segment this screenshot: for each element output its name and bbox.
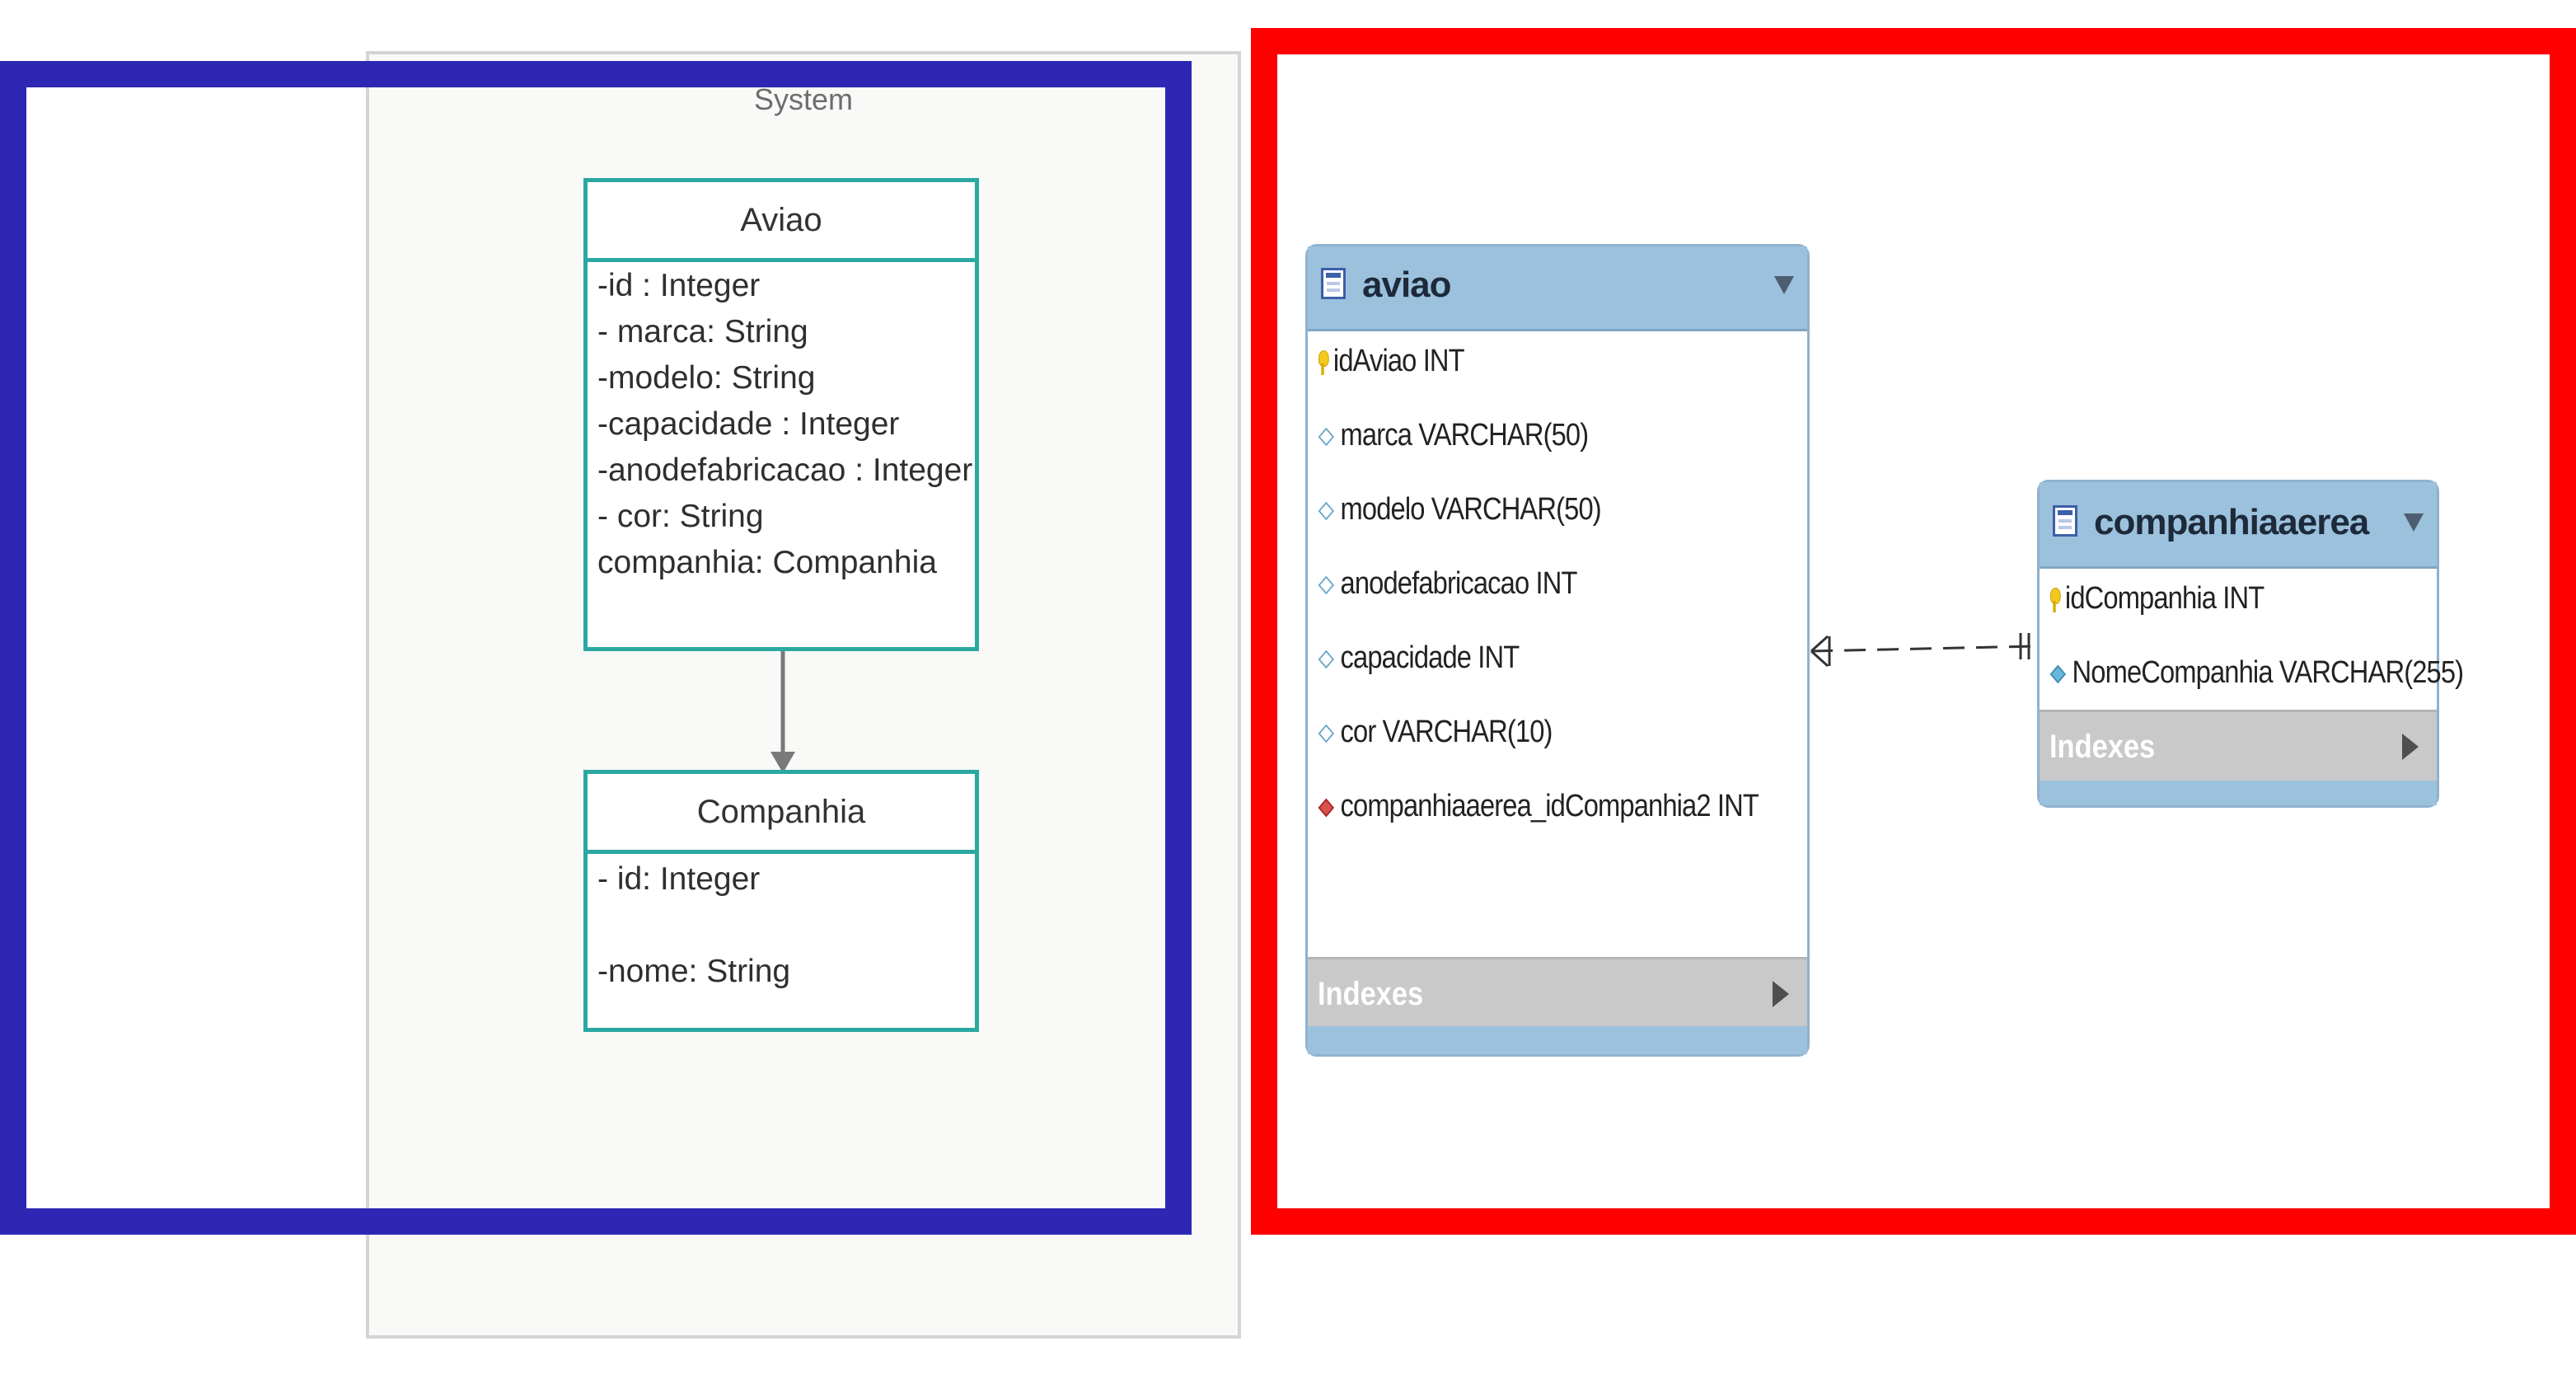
uml-attribute: - id: Integer — [597, 861, 761, 897]
er-column-text: modelo VARCHAR(50) — [1340, 492, 1602, 527]
er-column-row[interactable]: modelo VARCHAR(50) — [1318, 492, 1602, 528]
column-diamond-icon — [1318, 501, 1335, 521]
expand-triangle-icon[interactable] — [2402, 734, 2419, 760]
er-column-row[interactable]: anodefabricacao INT — [1318, 566, 1577, 602]
indexes-label: Indexes — [2049, 729, 2156, 765]
uml-attribute: - marca: String — [597, 314, 808, 349]
primary-key-icon — [1318, 349, 1329, 375]
foreign-key-diamond-icon — [1318, 798, 1335, 818]
er-table-name: companhiaaerea — [2094, 502, 2369, 542]
uml-attribute: -nome: String — [597, 954, 791, 989]
er-table-aviao[interactable]: aviao idAviao INT marca VARCHAR(50) mode… — [1305, 244, 1810, 1057]
collapse-triangle-icon[interactable] — [2404, 513, 2424, 532]
er-table-footer — [1308, 1026, 1807, 1054]
er-column-text: companhiaaerea_idCompanhia2 INT — [1340, 789, 1759, 823]
uml-attribute: -modelo: String — [597, 360, 816, 396]
er-column-row[interactable]: idAviao INT — [1318, 344, 1465, 379]
er-column-text: idCompanhia INT — [2064, 581, 2265, 616]
column-diamond-icon — [1318, 724, 1335, 743]
column-diamond-icon — [1318, 649, 1335, 669]
primary-key-icon — [2049, 587, 2061, 612]
collapse-triangle-icon[interactable] — [1774, 276, 1794, 294]
uml-attribute: -capacidade : Integer — [597, 406, 900, 442]
uml-attribute: -anodefabricacao : Integer — [597, 453, 973, 488]
indexes-label: Indexes — [1318, 976, 1424, 1012]
er-column-row[interactable]: NomeCompanhia VARCHAR(255) — [2049, 655, 2465, 691]
table-icon — [1321, 268, 1346, 299]
column-diamond-icon — [1318, 575, 1335, 595]
indexes-section[interactable]: Indexes — [1308, 957, 1807, 1032]
er-column-row[interactable]: capacidade INT — [1318, 640, 1520, 676]
uml-class-name: Companhia — [588, 774, 975, 854]
arrowhead-icon — [770, 752, 795, 773]
er-column-text: NomeCompanhia VARCHAR(255) — [2072, 655, 2465, 690]
uml-attribute: - cor: String — [597, 499, 764, 534]
er-column-text: idAviao INT — [1332, 344, 1465, 378]
not-null-diamond-icon — [2049, 664, 2067, 684]
er-table-header[interactable]: aviao — [1308, 246, 1807, 331]
er-column-row[interactable]: companhiaaerea_idCompanhia2 INT — [1318, 789, 1759, 824]
table-icon — [2053, 505, 2077, 537]
system-label: System — [753, 82, 854, 116]
er-table-footer — [2040, 781, 2437, 805]
crowfoot-icon — [1810, 635, 1829, 653]
relationship-line — [1810, 633, 2038, 668]
association-arrow — [770, 651, 795, 773]
uml-class-aviao[interactable]: Aviao -id : Integer - marca: String -mod… — [583, 178, 979, 651]
highlight-frame-blue — [0, 61, 1192, 1235]
column-diamond-icon — [1318, 427, 1335, 447]
er-column-text: capacidade INT — [1340, 640, 1520, 675]
er-table-header[interactable]: companhiaaerea — [2040, 482, 2437, 569]
er-table-companhiaaerea[interactable]: companhiaaerea idCompanhia INT NomeCompa… — [2037, 480, 2464, 808]
er-table-name: aviao — [1362, 265, 1452, 305]
er-column-text: cor VARCHAR(10) — [1340, 715, 1553, 749]
indexes-section[interactable]: Indexes — [2040, 710, 2437, 785]
er-column-text: anodefabricacao INT — [1340, 566, 1578, 601]
er-column-row[interactable]: cor VARCHAR(10) — [1318, 715, 1553, 750]
er-column-text: marca VARCHAR(50) — [1340, 418, 1590, 453]
uml-attribute: companhia: Companhia — [597, 545, 937, 580]
er-column-row[interactable]: idCompanhia INT — [2049, 581, 2265, 617]
expand-triangle-icon[interactable] — [1773, 981, 1789, 1007]
highlight-frame-red — [1251, 28, 2576, 1235]
uml-class-companhia[interactable]: Companhia - id: Integer -nome: String — [583, 770, 979, 1032]
uml-class-name: Aviao — [588, 182, 975, 262]
er-column-row[interactable]: marca VARCHAR(50) — [1318, 418, 1590, 453]
uml-attribute: -id : Integer — [597, 268, 761, 303]
